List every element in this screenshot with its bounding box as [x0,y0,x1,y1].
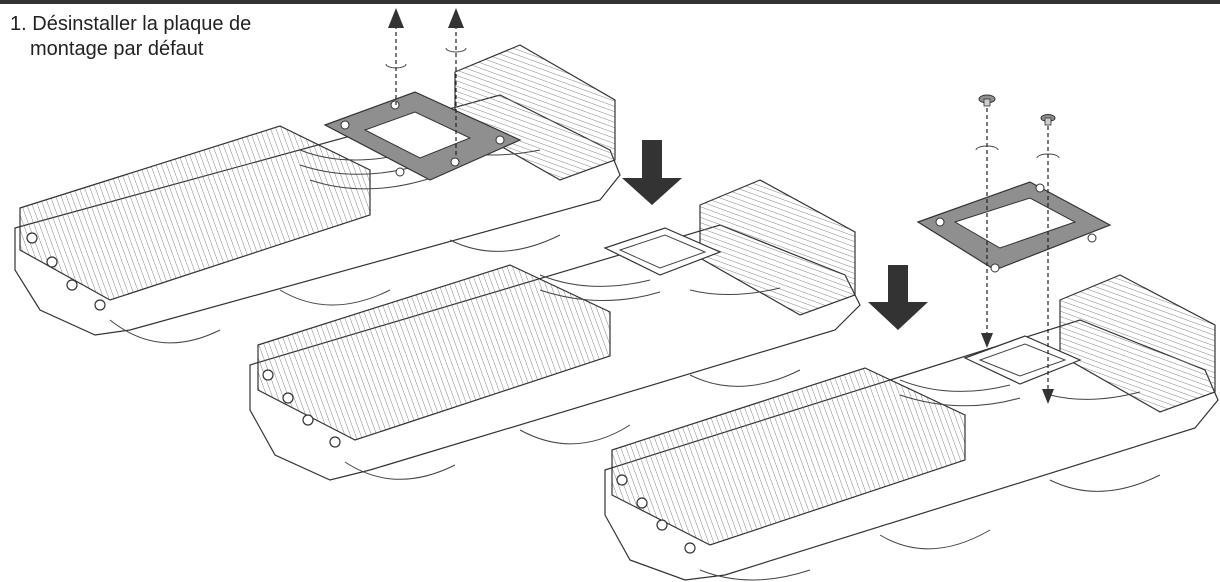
step-line-2: montage par défaut [30,38,204,60]
up-arrow-icon [448,8,464,28]
down-arrow-icon [981,333,993,348]
down-arrow-icon [622,140,682,205]
screw-icon [978,94,996,107]
top-rule [0,0,1220,4]
up-arrow-icon [388,8,404,28]
rotate-icon [445,47,467,53]
screw-icon [1040,114,1056,126]
step-number: 1. [10,13,27,35]
down-arrow-icon [868,265,928,330]
rotate-icon [385,63,407,69]
mounting-plate-2 [916,181,1112,273]
gpu-card-3 [604,274,1219,581]
step-line-1: Désinstaller la plaque de [32,13,252,35]
mounting-plate-1 [323,91,522,181]
step-instruction: 1. Désinstaller la plaque de montage par… [10,12,251,62]
gpu-card-2 [249,179,861,481]
down-arrow-icon [1042,389,1054,404]
